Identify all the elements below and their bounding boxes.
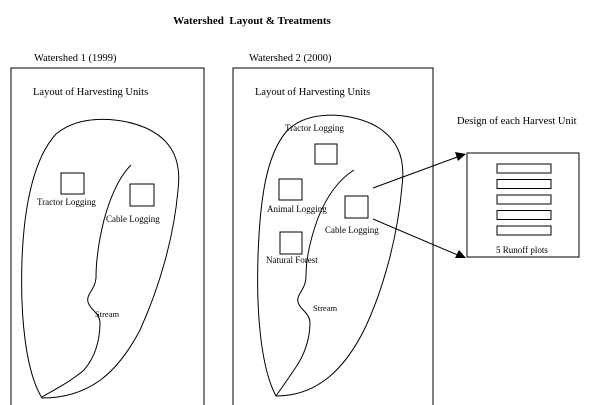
watershed-1-panel-title: Layout of Harvesting Units xyxy=(33,87,148,98)
runoff-plot xyxy=(496,179,552,189)
w1-cable-logging-unit xyxy=(129,183,155,207)
diagram-title: Watershed Layout & Treatments xyxy=(173,15,331,27)
watershed-2-panel: Watershed 2 (2000) Layout of Harvesting … xyxy=(232,53,434,405)
harvest-unit-design-heading: Design of each Harvest Unit xyxy=(457,116,577,127)
w2-natural-forest-unit xyxy=(279,231,303,255)
runoff-plot xyxy=(496,210,552,220)
watershed-1-boundary xyxy=(21,118,180,399)
watershed-1-stream xyxy=(41,164,132,398)
w2-tractor-logging-label: Tractor Logging xyxy=(285,123,344,133)
w1-tractor-logging-unit xyxy=(60,172,85,195)
arrow-to-design-bottom xyxy=(372,218,461,257)
harvest-unit-design: Design of each Harvest Unit 5 Runoff plo… xyxy=(372,116,580,258)
watershed-2-frame xyxy=(232,67,434,405)
runoff-plot xyxy=(496,163,552,174)
w2-animal-logging-label: Animal Logging xyxy=(267,204,327,214)
arrow-head-top-icon xyxy=(455,152,466,161)
watershed-1-panel: Watershed 1 (1999) Layout of Harvesting … xyxy=(10,53,205,405)
watershed-2-panel-title: Layout of Harvesting Units xyxy=(255,87,370,98)
w2-tractor-logging-unit xyxy=(314,143,338,165)
harvest-unit-frame xyxy=(466,152,580,258)
watershed-1-heading: Watershed 1 (1999) xyxy=(34,53,117,64)
w2-natural-forest-label: Natural Forest xyxy=(266,255,318,265)
watershed-2-heading: Watershed 2 (2000) xyxy=(249,53,332,64)
w2-cable-logging-label: Cable Logging xyxy=(325,225,379,235)
w2-cable-logging-unit xyxy=(344,195,369,219)
watershed-2-boundary xyxy=(257,114,404,397)
w1-cable-logging-label: Cable Logging xyxy=(106,214,160,224)
arrow-to-design-top xyxy=(372,155,461,189)
w1-stream-label: Stream xyxy=(95,309,119,319)
runoff-plot xyxy=(496,225,552,236)
w2-stream-label: Stream xyxy=(313,303,337,313)
w2-animal-logging-unit xyxy=(278,178,303,201)
watershed-2-stream xyxy=(275,169,355,397)
runoff-plot xyxy=(496,194,552,205)
runoff-plots xyxy=(496,163,552,236)
arrow-head-bottom-icon xyxy=(455,250,466,258)
runoff-plots-caption: 5 Runoff plots xyxy=(496,245,548,255)
watershed-1-frame xyxy=(10,67,205,405)
w1-tractor-logging-label: Tractor Logging xyxy=(37,197,96,207)
